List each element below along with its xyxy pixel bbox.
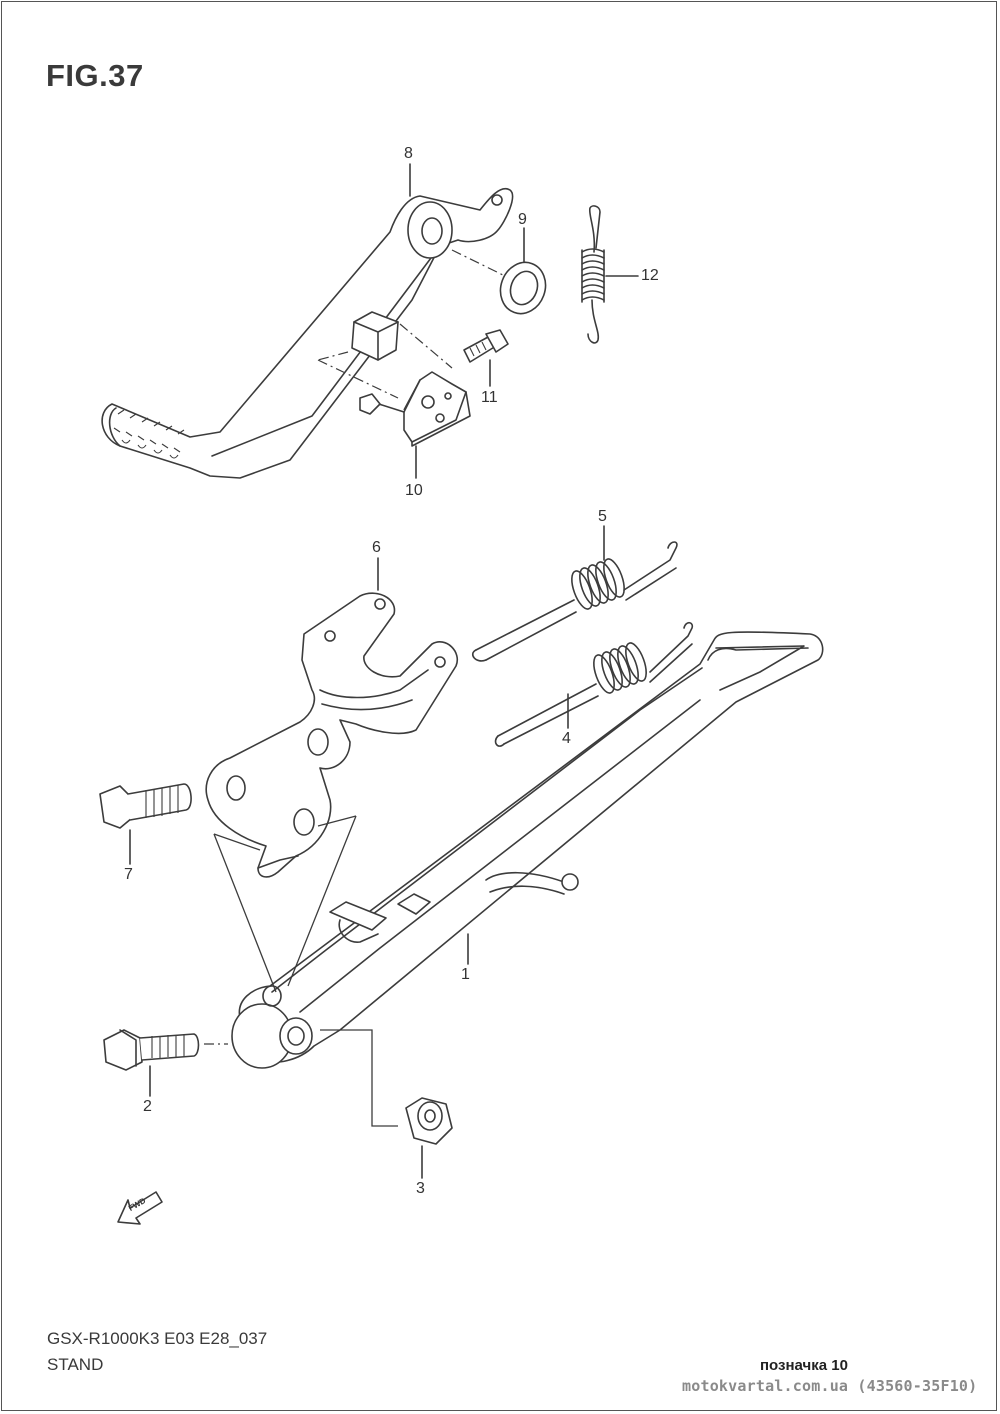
- part-7-bolt: [99, 783, 192, 829]
- marker-label: позначка 10: [760, 1357, 848, 1374]
- assembly-line: [451, 249, 506, 277]
- part-2-bolt: [103, 1029, 200, 1071]
- part-10-bracket: [359, 371, 471, 447]
- callout-2: 2: [143, 1098, 152, 1115]
- part-11-bolt: [463, 329, 509, 363]
- assembly-line: [317, 359, 399, 399]
- part-8-lever: [101, 187, 514, 479]
- part-6-bracket: [205, 592, 459, 878]
- assembly-line: [287, 815, 357, 987]
- part-5-spring: [471, 541, 678, 662]
- watermark: motokvartal.com.ua (43560-35F10): [682, 1377, 978, 1395]
- callout-12: 12: [641, 267, 659, 284]
- part-1-stand: [231, 631, 824, 1069]
- leader-lines: [129, 163, 639, 1179]
- figure-title: FIG.37: [46, 58, 144, 93]
- assembly-line: [213, 833, 261, 851]
- callout-1: 1: [461, 966, 470, 983]
- assembly-line: [320, 1029, 398, 1127]
- callout-7: 7: [124, 866, 133, 883]
- part-3-nut: [405, 1097, 453, 1145]
- fwd-arrow-icon: [117, 1191, 163, 1225]
- part-12-spring: [581, 205, 605, 344]
- callout-6: 6: [372, 539, 381, 556]
- callout-11: 11: [481, 389, 498, 406]
- assembly-line: [213, 833, 277, 993]
- callout-9: 9: [518, 211, 527, 228]
- callout-4: 4: [562, 730, 571, 747]
- callout-5: 5: [598, 508, 607, 525]
- assembly-line: [317, 351, 349, 361]
- assembly-line: [317, 815, 357, 827]
- callout-8: 8: [404, 145, 413, 162]
- callout-3: 3: [416, 1180, 425, 1197]
- callout-10: 10: [405, 482, 423, 499]
- model-code: GSX-R1000K3 E03 E28_037: [47, 1329, 268, 1348]
- part-9-washer: [499, 261, 547, 315]
- section-name: STAND: [47, 1355, 104, 1374]
- part-4-spring: [494, 621, 694, 747]
- assembly-line: [399, 323, 453, 369]
